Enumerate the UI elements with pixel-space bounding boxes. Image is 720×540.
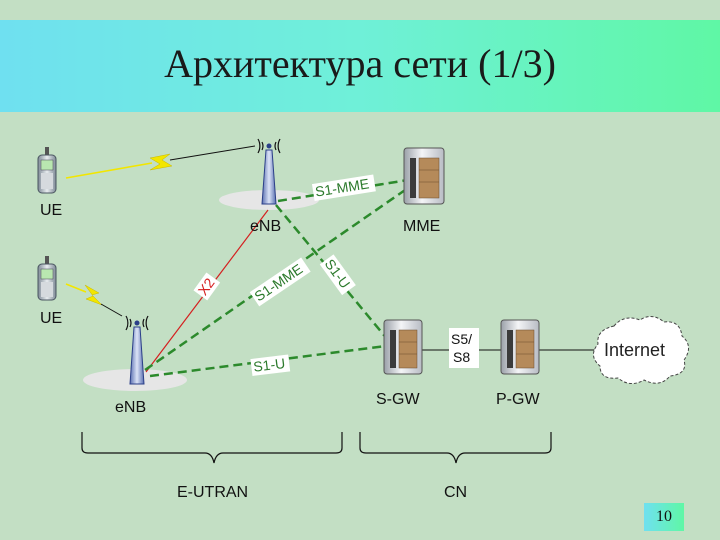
- eutran-brace: [81, 432, 343, 464]
- s1-mme-top-tag: S1-MME: [311, 174, 376, 201]
- s1-u-mid-tag: S1-U: [319, 254, 356, 296]
- radio-link-bottom: [65, 283, 123, 317]
- eutran-label: E-UTRAN: [177, 484, 248, 501]
- x2-tag: X2: [193, 272, 221, 301]
- mme-server-icon: [403, 147, 445, 205]
- ue-bottom-label: UE: [40, 310, 62, 327]
- pgw-label: P-GW: [496, 391, 540, 408]
- ue-top-phone-icon: [37, 147, 57, 194]
- s1-u-bottom-tag: S1-U: [250, 354, 291, 376]
- s1-mme-mid-label: S1-MME: [251, 261, 305, 305]
- page-number: 10: [644, 503, 684, 531]
- internet-label: Internet: [604, 340, 665, 360]
- ue-bottom-phone-icon: [37, 256, 57, 301]
- mme-label: MME: [403, 218, 440, 235]
- enb-bottom-label: eNB: [115, 399, 146, 416]
- ue-top-label: UE: [40, 202, 62, 219]
- s1-u-bottom-label: S1-U: [252, 355, 286, 375]
- sgw-label: S-GW: [376, 391, 420, 408]
- s5-label: S5/: [451, 331, 472, 347]
- cn-brace: [359, 432, 552, 464]
- enb-top-label: eNB: [250, 218, 281, 235]
- radio-link-top: [65, 145, 256, 179]
- x2-label: X2: [195, 275, 218, 298]
- sgw-server-icon: [383, 319, 423, 375]
- s1-mme-top-link: [277, 178, 409, 203]
- s8-label: S8: [453, 349, 470, 365]
- title-bar: [0, 20, 720, 112]
- s1-mme-mid-tag: S1-MME: [249, 257, 311, 307]
- enb-bottom-antenna-icon: [125, 315, 149, 385]
- page-title: Архитектура сети (1/3): [164, 41, 556, 86]
- s5-s8-tag: S5/ S8: [449, 328, 479, 368]
- internet-cloud-icon: [593, 316, 689, 384]
- cn-label: CN: [444, 484, 467, 501]
- pgw-server-icon: [500, 319, 540, 375]
- enb-top-antenna-icon: [257, 138, 281, 205]
